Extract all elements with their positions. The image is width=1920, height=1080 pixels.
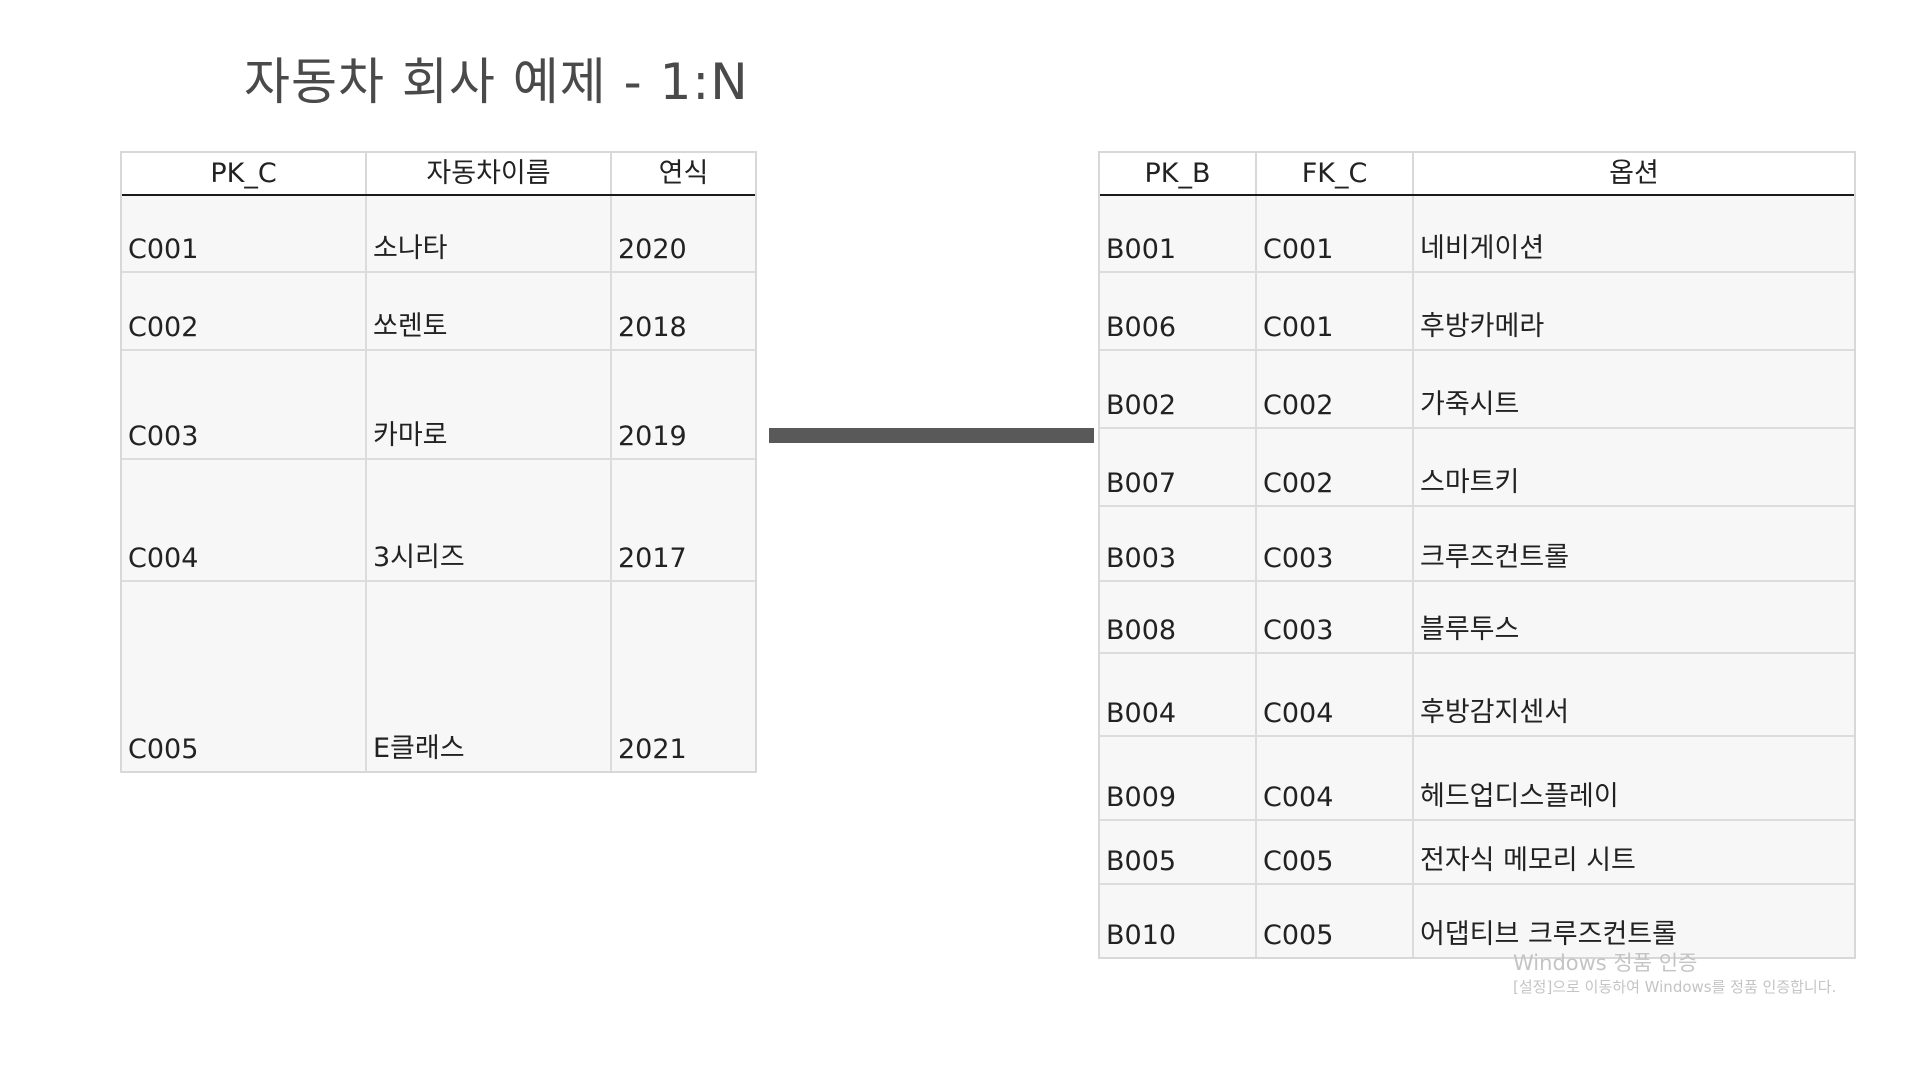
cell-year: 2021 (618, 734, 687, 765)
cell-car-name: 카마로 (367, 351, 612, 458)
header-pk-b: PK_B (1100, 153, 1257, 194)
cell-option: 블루투스 (1420, 614, 1520, 645)
cell-pk-b: B003 (1100, 507, 1257, 580)
cell-pk-b: B008 (1100, 582, 1257, 652)
option-table: PK_B FK_C 옵션 B001 C001 네비게이션 B006 C001 후… (1098, 151, 1856, 959)
table-row: B003 C003 크루즈컨트롤 (1100, 507, 1854, 582)
table-row: C003 카마로 2019 (122, 351, 755, 460)
table-row: C002 쏘렌토 2018 (122, 273, 755, 351)
cell-option: 스마트키 (1420, 467, 1520, 498)
table-row: B008 C003 블루투스 (1100, 582, 1854, 654)
cell-fk-c: C004 (1257, 737, 1414, 819)
cell-car-name: 쏘렌토 (367, 273, 612, 349)
car-table: PK_C 자동차이름 연식 C001 소나타 2020 C002 쏘렌토 201… (120, 151, 757, 773)
cell-pk-b: B002 (1100, 351, 1257, 427)
table-row: B002 C002 가죽시트 (1100, 351, 1854, 429)
cell-pk-b: B010 (1100, 885, 1257, 957)
cell-option: 크루즈컨트롤 (1420, 542, 1570, 573)
cell-fk-c: C004 (1257, 654, 1414, 735)
cell-option: 가죽시트 (1420, 389, 1520, 420)
cell-pk-b: B006 (1100, 273, 1257, 349)
cell-fk-c: C003 (1257, 582, 1414, 652)
watermark-line-2: [설정]으로 이동하여 Windows를 정품 인증합니다. (1513, 978, 1837, 996)
cell-year: 2018 (618, 312, 687, 343)
header-year: 연식 (658, 158, 709, 189)
watermark-line-1: Windows 정품 인증 (1513, 951, 1698, 975)
cell-option: 헤드업디스플레이 (1420, 781, 1619, 812)
table-row: C001 소나타 2020 (122, 196, 755, 273)
cell-option: 전자식 메모리 시트 (1420, 845, 1636, 876)
cell-car-name: 3시리즈 (367, 460, 612, 580)
cell-car-name: 소나타 (367, 196, 612, 271)
cell-fk-c: C003 (1257, 507, 1414, 580)
cell-fk-c: C002 (1257, 429, 1414, 505)
header-fk-c: FK_C (1257, 153, 1414, 194)
windows-activation-watermark: Windows 정품 인증 [설정]으로 이동하여 Windows를 정품 인증… (1513, 950, 1836, 998)
table-row: C005 E클래스 2021 (122, 582, 755, 771)
cell-fk-c: C005 (1257, 821, 1414, 883)
car-table-header: PK_C 자동차이름 연식 (122, 153, 755, 196)
relationship-connector (769, 428, 1094, 443)
cell-pk-b: B007 (1100, 429, 1257, 505)
cell-option: 어댑티브 크루즈컨트롤 (1420, 919, 1677, 950)
cell-pk-c: C004 (122, 460, 367, 580)
cell-fk-c: C001 (1257, 196, 1414, 271)
header-pk-c: PK_C (122, 153, 367, 194)
cell-pk-b: B009 (1100, 737, 1257, 819)
cell-fk-c: C002 (1257, 351, 1414, 427)
cell-option: 후방카메라 (1420, 311, 1545, 342)
option-table-header: PK_B FK_C 옵션 (1100, 153, 1854, 196)
table-row: B005 C005 전자식 메모리 시트 (1100, 821, 1854, 885)
cell-fk-c: C001 (1257, 273, 1414, 349)
table-row: B004 C004 후방감지센서 (1100, 654, 1854, 737)
cell-option: 네비게이션 (1420, 233, 1545, 264)
cell-pk-b: B001 (1100, 196, 1257, 271)
table-row: B010 C005 어댑티브 크루즈컨트롤 (1100, 885, 1854, 957)
slide-title: 자동차 회사 예제 - 1:N (244, 53, 749, 111)
header-car-name: 자동차이름 (367, 153, 612, 194)
table-row: B001 C001 네비게이션 (1100, 196, 1854, 273)
cell-year: 2019 (618, 421, 687, 452)
cell-pk-c: C001 (122, 196, 367, 271)
cell-pk-c: C005 (122, 582, 367, 771)
cell-year: 2017 (618, 543, 687, 574)
cell-pk-b: B004 (1100, 654, 1257, 735)
cell-pk-b: B005 (1100, 821, 1257, 883)
cell-year: 2020 (618, 234, 687, 265)
cell-car-name: E클래스 (367, 582, 612, 771)
cell-pk-c: C002 (122, 273, 367, 349)
table-row: C004 3시리즈 2017 (122, 460, 755, 582)
cell-fk-c: C005 (1257, 885, 1414, 957)
header-option: 옵션 (1609, 158, 1659, 189)
cell-pk-c: C003 (122, 351, 367, 458)
table-row: B007 C002 스마트키 (1100, 429, 1854, 507)
cell-option: 후방감지센서 (1420, 697, 1570, 728)
table-row: B009 C004 헤드업디스플레이 (1100, 737, 1854, 821)
table-row: B006 C001 후방카메라 (1100, 273, 1854, 351)
